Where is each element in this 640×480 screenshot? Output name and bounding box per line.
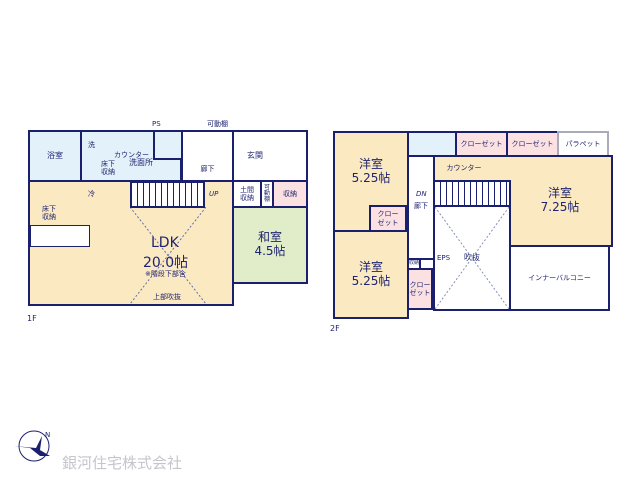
closet-2: クロー ゼット: [407, 268, 433, 310]
kitchen-counter: [30, 225, 90, 247]
bathroom: 浴室: [28, 130, 82, 182]
toilet-1f: [153, 130, 183, 160]
doma-storage: 土間 収納: [232, 180, 262, 208]
entrance: 玄関: [232, 130, 308, 182]
svg-text:N: N: [45, 431, 50, 439]
storage-1f: 収納: [272, 180, 308, 208]
closet-1: クロー ゼット: [369, 205, 407, 232]
stairs-2f: [433, 180, 511, 207]
compass-bird-icon: N: [14, 430, 50, 462]
void-diagonal: [435, 207, 509, 309]
hallway-2f: 廊下: [407, 155, 435, 260]
void-diagonal: [130, 207, 206, 304]
counter-area: カウンター: [433, 155, 513, 182]
parapet: パラペット: [557, 131, 609, 157]
stairs-1f: [130, 181, 205, 208]
inner-balcony: インナーバルコニー: [509, 245, 610, 311]
toilet-2f: [407, 131, 457, 157]
closet-3: クローゼット: [455, 131, 508, 157]
closet-4: クローゼット: [506, 131, 559, 157]
hallway-1f: 廊下: [181, 130, 234, 182]
